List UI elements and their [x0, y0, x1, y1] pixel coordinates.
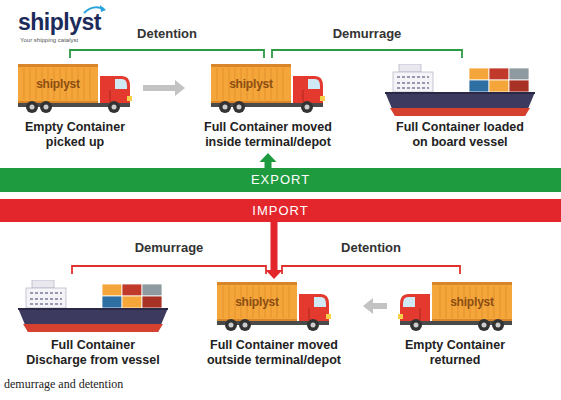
arrow-shaft	[143, 85, 176, 91]
arrow-shaft	[271, 222, 278, 271]
vessel-stage: Full Container Discharge from vessel	[22, 280, 164, 368]
brand-tagline: Your shipping catalyst	[20, 37, 78, 44]
container-brand: shiplyst	[432, 295, 512, 309]
stage-caption: Empty Container picked up	[15, 120, 135, 150]
container-brand: shiplyst	[211, 77, 291, 91]
stage-caption: Empty Container returned	[395, 338, 515, 368]
span-bracket	[70, 50, 264, 58]
arrow-head	[260, 153, 277, 162]
flow-arrow	[363, 298, 387, 314]
truck-illustration	[398, 282, 512, 331]
import-band: IMPORT	[0, 199, 561, 222]
brand-logo: shiplyst	[18, 8, 101, 36]
flow-arrow	[143, 80, 185, 96]
container-brand: shiplyst	[217, 295, 297, 309]
ship-illustration	[18, 280, 168, 332]
span-label: Demurrage	[109, 240, 229, 256]
span-label: Detention	[107, 26, 227, 42]
arrow-head	[175, 80, 185, 96]
span-bracket	[282, 266, 460, 274]
stage-caption: Full Container moved outside terminal/de…	[193, 338, 355, 368]
arrow-head	[266, 270, 283, 279]
arrow-shaft	[372, 303, 387, 309]
truck-stage: shiplystEmpty Container returned	[395, 280, 515, 368]
truck-stage: shiplystEmpty Container picked up	[15, 62, 135, 152]
stage-caption: Full Container loaded on board vessel	[392, 120, 528, 150]
span-bracket	[72, 266, 266, 274]
stage-caption: Full Container Discharge from vessel	[22, 338, 164, 368]
vessel-stage: Full Container loaded on board vessel	[392, 62, 528, 152]
arrow-shaft	[265, 161, 272, 168]
span-label: Detention	[311, 240, 431, 256]
band-title: IMPORT	[0, 199, 561, 222]
truck-illustration	[217, 282, 331, 331]
span-label: Demurrage	[307, 26, 427, 42]
figure-caption: demurrage and detention	[4, 377, 123, 392]
flow-arrow	[260, 153, 277, 168]
band-title: EXPORT	[0, 168, 561, 192]
container-brand: shiplyst	[18, 77, 98, 91]
ship-illustration	[385, 64, 535, 116]
span-bracket	[272, 50, 462, 58]
export-band: EXPORT	[0, 168, 561, 192]
truck-illustration	[18, 64, 132, 113]
arrow-head	[363, 298, 373, 314]
truck-stage: shiplystFull Container moved inside term…	[193, 62, 343, 152]
truck-stage: shiplystFull Container moved outside ter…	[193, 280, 355, 368]
flow-arrow	[266, 222, 283, 279]
stage-caption: Full Container moved inside terminal/dep…	[193, 120, 343, 150]
truck-illustration	[211, 64, 325, 113]
